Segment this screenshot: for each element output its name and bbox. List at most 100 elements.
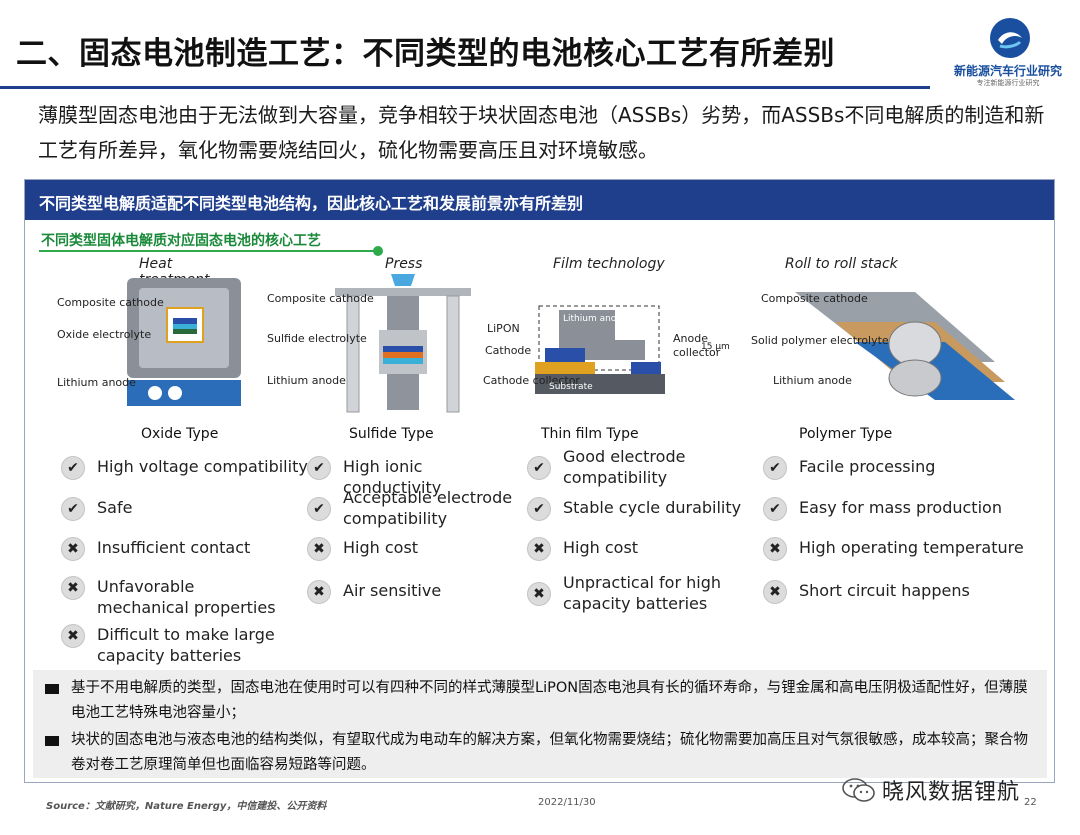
- comparison-panel: 不同类型电解质适配不同类型电池结构，因此核心工艺和发展前景亦有所差别 不同类型固…: [24, 179, 1055, 783]
- check-icon: ✔: [763, 456, 787, 480]
- check-icon: ✔: [61, 456, 85, 480]
- cross-icon: ✖: [61, 624, 85, 648]
- press-diagram: Press Composite cathode Sulfide electrol…: [263, 256, 483, 414]
- film-label-lipon: LiPON: [487, 322, 520, 335]
- note-item: 块状的固态电池与液态电池的结构类似，有望取代成为电动车的解决方案，但氧化物需要烧…: [45, 728, 1037, 778]
- sulfide-con-1: ✖ High cost: [307, 537, 522, 561]
- note-text: 块状的固态电池与液态电池的结构类似，有望取代成为电动车的解决方案，但氧化物需要烧…: [71, 732, 1028, 773]
- film-technology-title: Film technology: [553, 256, 665, 272]
- item-text: High voltage compatibility: [97, 457, 308, 476]
- type-label-oxide: Oxide Type: [141, 426, 219, 442]
- polymer-con-2: ✖ Short circuit happens: [763, 580, 1043, 604]
- notes-box: 基于不用电解质的类型，固态电池在使用时可以有四种不同的样式薄膜型LiPON固态电…: [33, 670, 1047, 778]
- heat-label-cathode: Composite cathode: [57, 296, 164, 309]
- check-icon: ✔: [763, 497, 787, 521]
- panel-header: 不同类型电解质适配不同类型电池结构，因此核心工艺和发展前景亦有所差别: [25, 180, 1054, 220]
- press-label-electrolyte: Sulfide electrolyte: [267, 332, 367, 345]
- footer-source: Source：文献研究，Nature Energy，中信建投、公开资料: [46, 801, 327, 812]
- thin-film-illustration: [535, 305, 665, 394]
- film-label-anode-collector: Anode collector: [673, 332, 721, 359]
- item-text: Unfavorable mechanical properties: [97, 577, 276, 617]
- wechat-watermark: 晓风数据锂航: [842, 774, 1020, 806]
- cross-icon: ✖: [307, 537, 331, 561]
- oxide-con-1: ✖ Insufficient contact: [61, 537, 311, 561]
- note-item: 基于不用电解质的类型，固态电池在使用时可以有四种不同的样式薄膜型LiPON固态电…: [45, 676, 1037, 726]
- sulfide-pro-2: ✔ Acceptable electrode compatibility: [307, 487, 522, 529]
- section-subheading: 不同类型固体电解质对应固态电池的核心工艺: [41, 233, 321, 249]
- film-label-substrate: Substrate: [549, 382, 593, 392]
- title-underline: [0, 86, 930, 89]
- brand-logo: 新能源汽车行业研究 专注新能源行业研究: [938, 12, 1078, 87]
- heat-label-electrolyte: Oxide electrolyte: [57, 328, 152, 341]
- roll-label-anode: Lithium anode: [773, 374, 852, 387]
- sulfide-con-2: ✖ Air sensitive: [307, 580, 522, 604]
- item-text: High operating temperature: [799, 538, 1024, 557]
- press-label-cathode: Composite cathode: [267, 292, 374, 305]
- item-text: Easy for mass production: [799, 498, 1002, 517]
- type-label-polymer: Polymer Type: [799, 426, 893, 442]
- film-label-cathode: Cathode: [485, 344, 532, 357]
- cross-icon: ✖: [527, 582, 551, 606]
- intro-paragraph: 薄膜型固态电池由于无法做到大容量，竞争相较于块状固态电池（ASSBs）劣势，而A…: [38, 103, 1045, 162]
- cross-icon: ✖: [61, 537, 85, 561]
- cross-icon: ✖: [307, 580, 331, 604]
- cross-icon: ✖: [763, 580, 787, 604]
- item-text: Unpractical for high capacity batteries: [563, 573, 722, 613]
- film-con-1: ✖ High cost: [527, 537, 742, 561]
- polymer-pro-1: ✔ Facile processing: [763, 456, 1043, 480]
- furnace-illustration: [127, 278, 241, 406]
- subheading-dot: [373, 246, 383, 256]
- type-label-sulfide: Sulfide Type: [349, 426, 434, 442]
- film-pro-1: ✔ Good electrode compatibility: [527, 446, 742, 488]
- sulfide-pro-1: ✔ High ionic conductivity: [307, 456, 522, 498]
- film-con-2: ✖ Unpractical for high capacity batterie…: [527, 572, 742, 614]
- item-text: Air sensitive: [343, 581, 442, 600]
- item-text: Safe: [97, 498, 133, 517]
- logo-name: 新能源汽车行业研究: [953, 64, 1062, 78]
- roll-label-cathode: Composite cathode: [761, 292, 868, 305]
- roll-label-electrolyte: Solid polymer electrolyte: [751, 334, 889, 347]
- polymer-con-1: ✖ High operating temperature: [763, 537, 1043, 561]
- logo-tagline: 专注新能源行业研究: [976, 79, 1040, 87]
- oxide-pro-2: ✔ Safe: [61, 497, 311, 521]
- item-text: Difficult to make large capacity batteri…: [97, 625, 275, 665]
- item-text: Facile processing: [799, 457, 936, 476]
- page-number: 22: [1024, 797, 1037, 808]
- subheading-rule: [39, 250, 379, 252]
- footer-date: 2022/11/30: [538, 797, 596, 808]
- roll-stack-illustration: [795, 292, 1015, 400]
- film-pro-2: ✔ Stable cycle durability: [527, 497, 757, 521]
- heat-label-anode: Lithium anode: [57, 376, 136, 389]
- press-illustration: [335, 274, 471, 413]
- logo-mark-icon: [990, 18, 1030, 58]
- heat-treatment-diagram: Heat treatment Composite cathode Oxide e…: [47, 256, 247, 414]
- film-technology-diagram: Film technology Lithium anode LiPON Cath…: [479, 256, 739, 414]
- check-icon: ✔: [307, 497, 331, 521]
- check-icon: ✔: [307, 456, 331, 480]
- item-text: High cost: [343, 538, 419, 557]
- wechat-icon: [842, 778, 875, 802]
- note-text: 基于不用电解质的类型，固态电池在使用时可以有四种不同的样式薄膜型LiPON固态电…: [71, 680, 1028, 721]
- check-icon: ✔: [527, 497, 551, 521]
- polymer-pro-2: ✔ Easy for mass production: [763, 497, 1043, 521]
- check-icon: ✔: [61, 497, 85, 521]
- type-label-thin-film: Thin film Type: [541, 426, 639, 442]
- film-label-lithium: Lithium anode: [563, 314, 628, 324]
- item-text: High ionic conductivity: [343, 457, 442, 497]
- item-text: Stable cycle durability: [563, 498, 742, 517]
- item-text: Acceptable electrode compatibility: [343, 488, 513, 528]
- cross-icon: ✖: [61, 576, 85, 600]
- film-label-thickness: 15 μm: [701, 342, 730, 352]
- square-bullet-icon: [45, 684, 59, 694]
- press-label-anode: Lithium anode: [267, 374, 346, 387]
- roll-to-roll-diagram: Roll to roll stack Composite cathode Sol…: [725, 256, 1025, 414]
- oxide-con-2: ✖ Unfavorable mechanical properties: [61, 576, 291, 618]
- item-text: Short circuit happens: [799, 581, 970, 600]
- check-icon: ✔: [527, 456, 551, 480]
- square-bullet-icon: [45, 736, 59, 746]
- cross-icon: ✖: [763, 537, 787, 561]
- watermark-text: 晓风数据锂航: [882, 780, 1021, 805]
- oxide-con-3: ✖ Difficult to make large capacity batte…: [61, 624, 291, 666]
- film-label-cathode-collector: Cathode collector: [483, 374, 580, 387]
- cross-icon: ✖: [527, 537, 551, 561]
